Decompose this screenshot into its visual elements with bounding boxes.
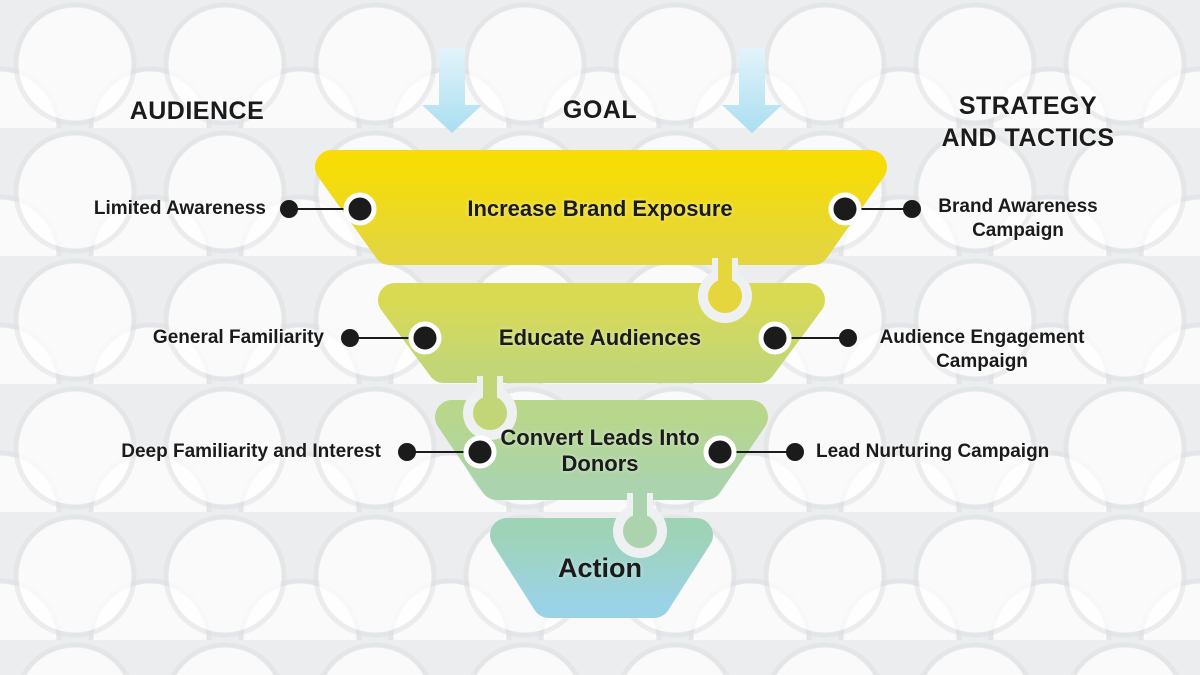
puzzle-joint-1 bbox=[698, 258, 752, 323]
column-header-strategy: STRATEGY AND TACTICS bbox=[941, 92, 1115, 152]
dots-row-1 bbox=[280, 192, 921, 226]
strategy-label-3: Lead Nurturing Campaign bbox=[816, 441, 1050, 462]
column-header-audience: AUDIENCE bbox=[129, 97, 265, 125]
puzzle-joint-2 bbox=[463, 376, 517, 440]
column-header-goal: GOAL bbox=[562, 96, 638, 124]
funnel-dot bbox=[343, 192, 377, 226]
tier-4-goal-label: Action bbox=[558, 553, 642, 583]
dots-row-2 bbox=[341, 321, 857, 355]
label-dot bbox=[280, 200, 298, 218]
audience-label-3: Deep Familiarity and Interest bbox=[121, 441, 381, 462]
audience-label-1: Limited Awareness bbox=[93, 198, 266, 219]
audience-label-2: General Familiarity bbox=[152, 327, 324, 348]
funnel-dot bbox=[463, 435, 497, 469]
puzzle-joint-3 bbox=[613, 493, 667, 558]
label-dot bbox=[786, 443, 804, 461]
label-dot bbox=[839, 329, 857, 347]
label-dot bbox=[341, 329, 359, 347]
funnel-dot bbox=[828, 192, 862, 226]
funnel-dot bbox=[758, 321, 792, 355]
tier-3-goal-label: Convert Leads Into Donors bbox=[500, 425, 700, 477]
funnel-dot bbox=[408, 321, 442, 355]
strategy-label-1: Brand Awareness Campaign bbox=[938, 196, 1098, 241]
strategy-label-2: Audience Engagement Campaign bbox=[879, 327, 1085, 372]
label-dot bbox=[398, 443, 416, 461]
tier-2-goal-label: Educate Audiences bbox=[498, 325, 702, 350]
dots-row-3 bbox=[398, 435, 804, 469]
tier-1-goal-label: Increase Brand Exposure bbox=[467, 196, 733, 221]
label-dot bbox=[903, 200, 921, 218]
funnel-dot bbox=[703, 435, 737, 469]
down-arrow-icon bbox=[722, 48, 782, 133]
down-arrow-icon bbox=[422, 48, 482, 133]
